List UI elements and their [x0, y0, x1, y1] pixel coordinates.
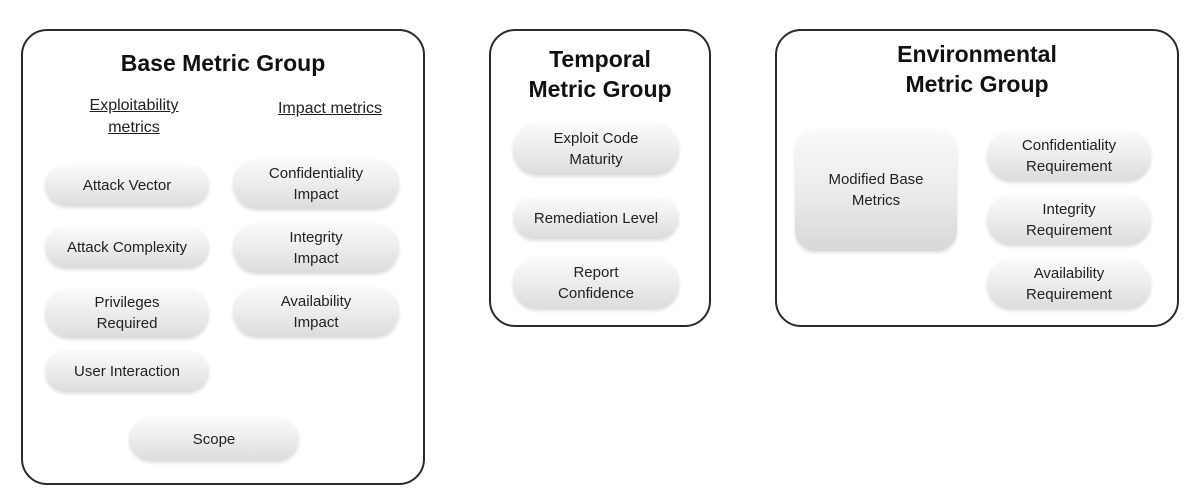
base-metric-group: Base Metric Group Exploitability metrics… [21, 29, 425, 485]
attack-complexity-pill: Attack Complexity [45, 226, 209, 268]
impact-metrics-heading: Impact metrics [277, 100, 382, 117]
temporal-metric-group-title: Temporal Metric Group [528, 46, 672, 102]
environmental-metric-group: Environmental Metric Group Modified Base… [775, 29, 1179, 327]
availability-requirement-pill: Availability Requirement [987, 259, 1151, 309]
integrity-impact-pill: Integrity Impact [233, 223, 399, 273]
base-metric-group-title: Base Metric Group [120, 50, 326, 76]
attack-vector-pill: Attack Vector [45, 164, 209, 206]
confidentiality-requirement-pill: Confidentiality Requirement [987, 131, 1151, 181]
integrity-requirement-pill: Integrity Requirement [987, 195, 1151, 245]
temporal-metric-group: Temporal Metric Group Exploit Code Matur… [489, 29, 711, 327]
scope-pill: Scope [129, 417, 299, 461]
report-confidence-pill: Report Confidence [513, 257, 679, 309]
exploitability-metrics-heading: Exploitability metrics [89, 97, 179, 136]
privileges-required-pill: Privileges Required [45, 288, 209, 338]
environmental-metric-group-title: Environmental Metric Group [897, 41, 1057, 97]
remediation-level-pill: Remediation Level [513, 197, 679, 239]
modified-base-metrics-box: Modified Base Metrics [795, 129, 957, 251]
availability-impact-pill: Availability Impact [233, 287, 399, 337]
exploit-code-maturity-pill: Exploit Code Maturity [513, 123, 679, 175]
confidentiality-impact-pill: Confidentiality Impact [233, 159, 399, 209]
user-interaction-pill: User Interaction [45, 350, 209, 392]
